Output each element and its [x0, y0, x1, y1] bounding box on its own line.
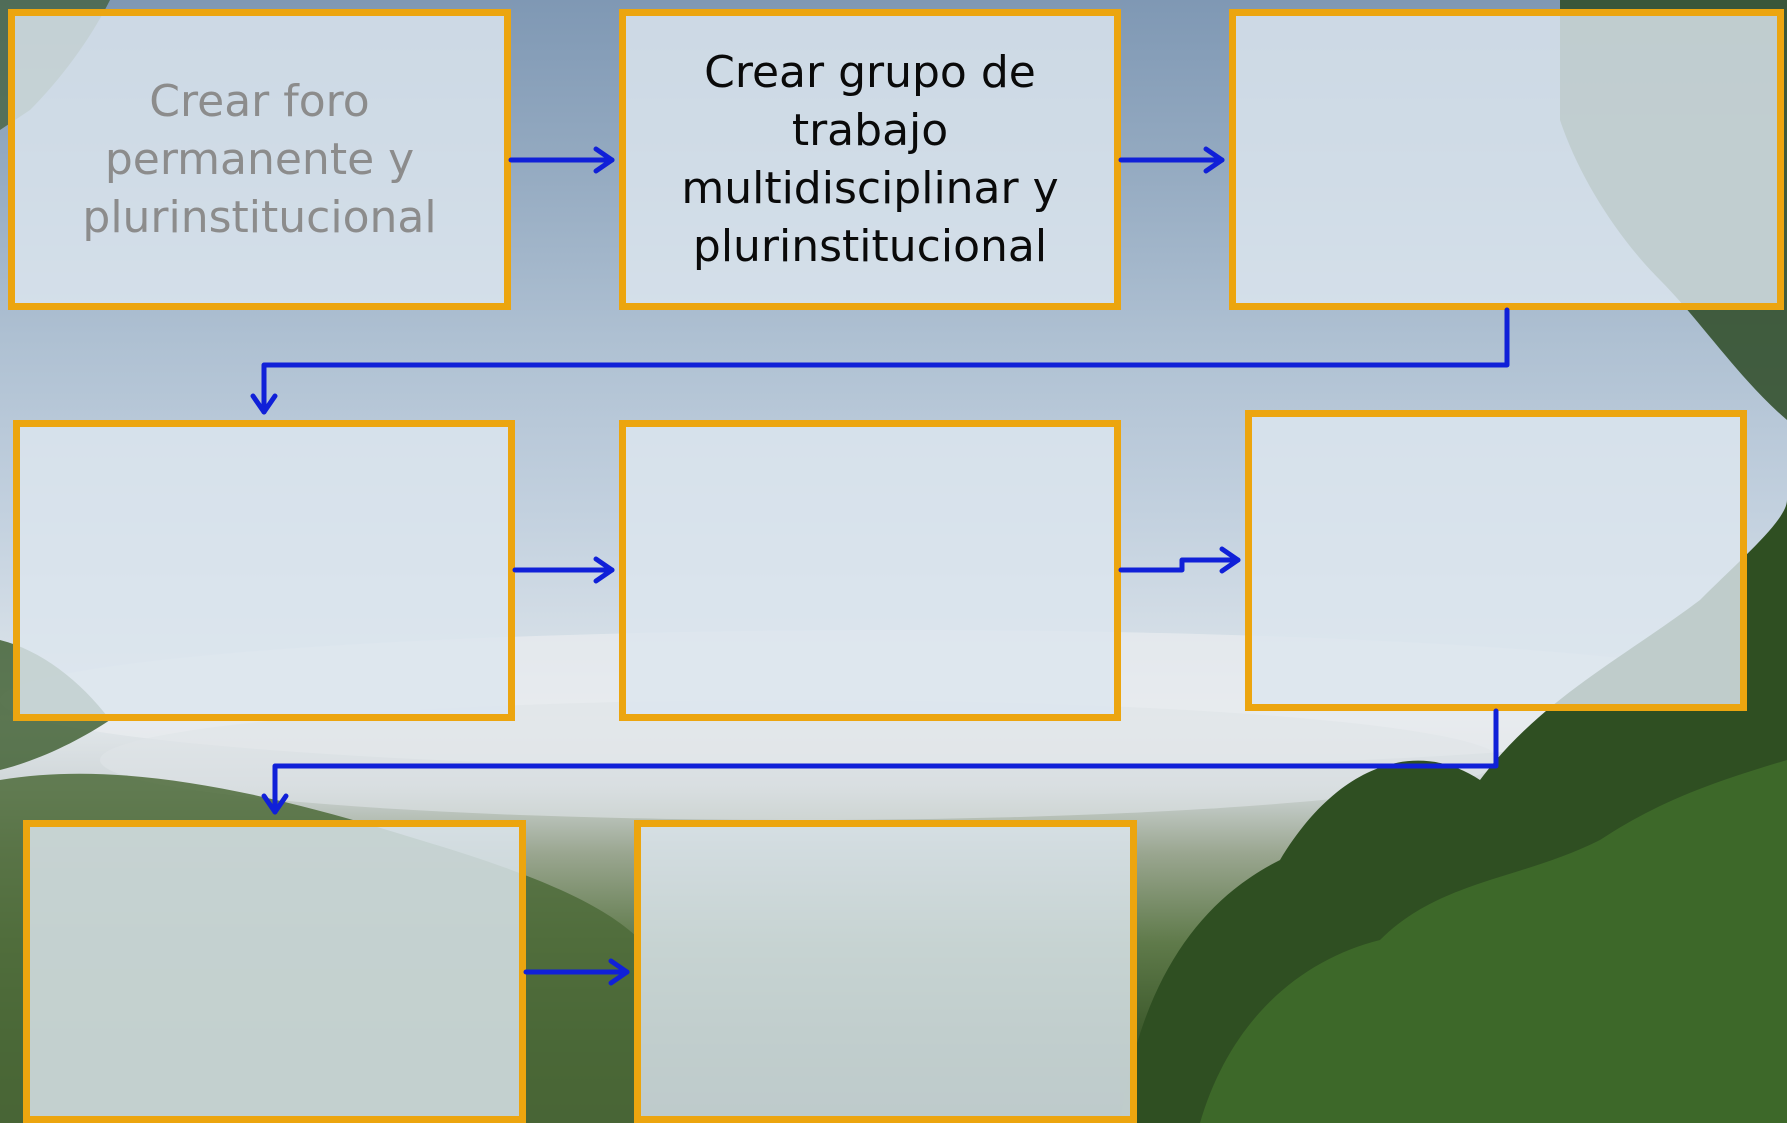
step-box-4 [13, 420, 515, 721]
step-box-1: Crear foro permanente y plurinstituciona… [8, 9, 511, 310]
step-box-5 [619, 420, 1121, 721]
step-label-1: Crear foro permanente y plurinstituciona… [82, 75, 437, 243]
step-box-2: Crear grupo de trabajo multidisciplinar … [619, 9, 1121, 310]
step-box-8 [634, 820, 1137, 1123]
step-label-2: Crear grupo de trabajo multidisciplinar … [681, 46, 1059, 272]
step-box-6 [1245, 410, 1747, 711]
step-box-7 [23, 820, 526, 1123]
step-box-3 [1229, 9, 1784, 310]
